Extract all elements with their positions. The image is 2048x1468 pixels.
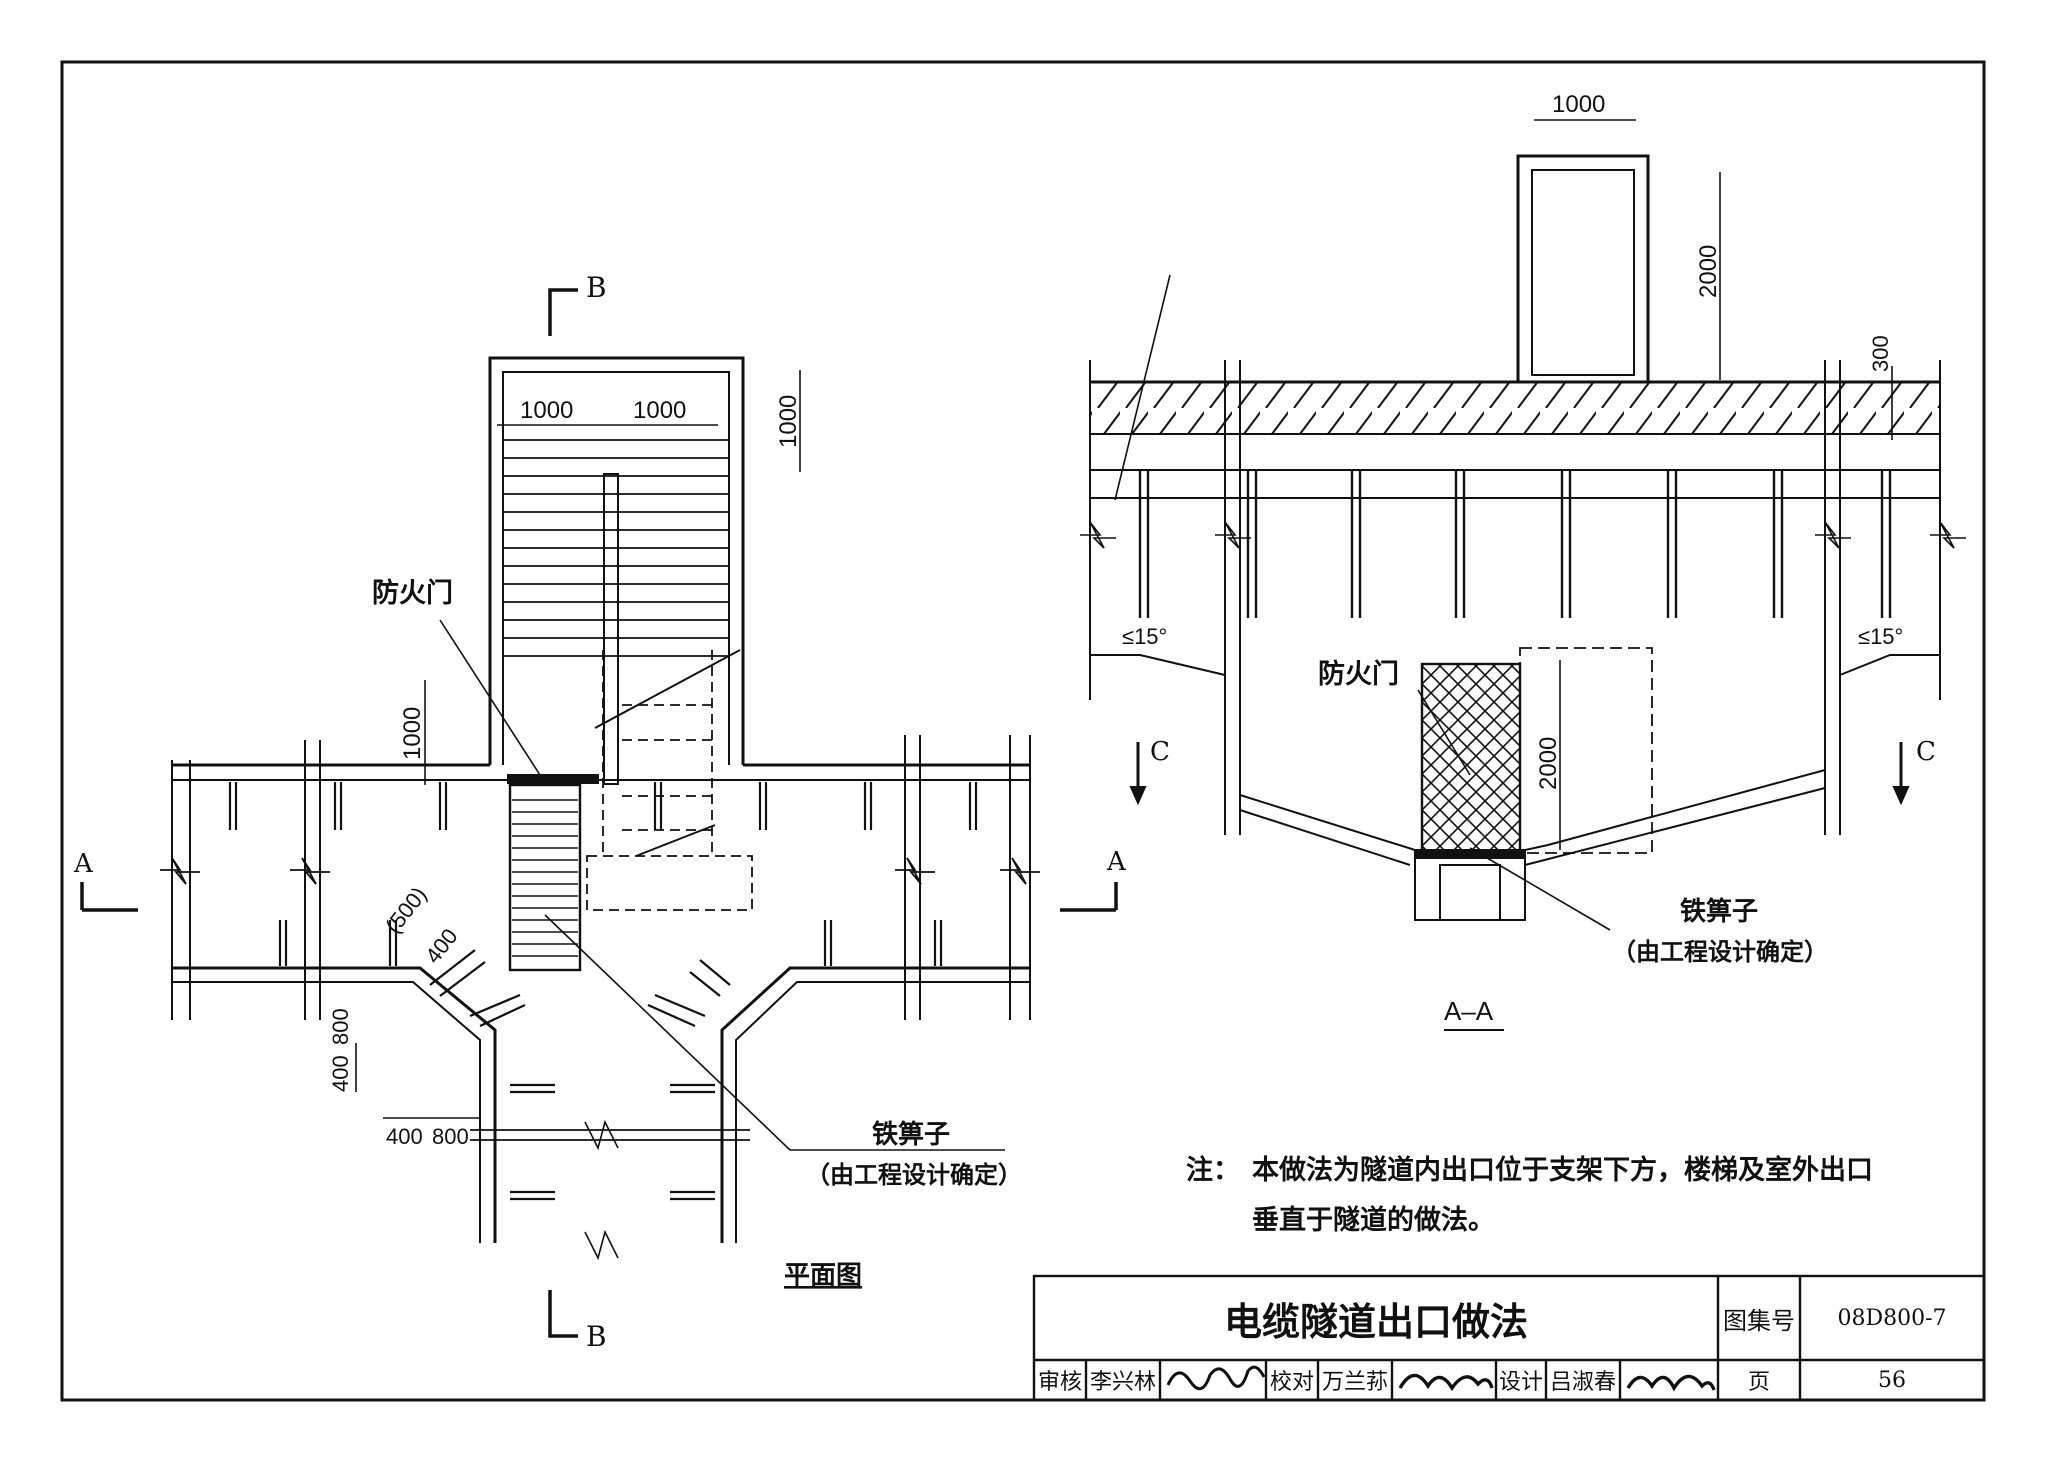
notes-prefix: 注： [1186, 1155, 1240, 1186]
notes-line-1: 本做法为隧道内出口位于支架下方，楼梯及室外出口 [1252, 1155, 1873, 1186]
c-mark-left: C [1150, 737, 1170, 767]
page-number: 56 [1878, 1367, 1906, 1393]
check-name: 万兰荪 [1321, 1370, 1388, 1395]
review-label: 审核 [1037, 1370, 1082, 1395]
review-name: 李兴林 [1089, 1370, 1156, 1395]
signature-check [1398, 1373, 1494, 1392]
section-mark-a-right: A [1106, 847, 1127, 877]
page-label: 页 [1747, 1370, 1770, 1395]
dim-landing: 1000 [399, 707, 426, 760]
dim-stair-w1: 1000 [520, 397, 573, 424]
notes-line-2: 垂直于隧道的做法。 [1252, 1205, 1495, 1236]
aa-fire-door-label: 防火门 [1318, 659, 1399, 690]
c-mark-right: C [1916, 737, 1936, 767]
title-block-frame [1032, 1274, 1986, 1402]
plan-fire-door-label: 防火门 [372, 578, 453, 609]
section-aa [1080, 119, 1966, 1031]
dim-stair-w2: 1000 [633, 397, 686, 424]
dim-stair-depth: 1000 [775, 395, 802, 448]
drawing-title: 电缆隧道出口做法 [1223, 1298, 1528, 1344]
sheet-border [60, 60, 1986, 1402]
dim-fire-door-height: 2000 [1535, 737, 1562, 790]
signature-review [1166, 1365, 1266, 1391]
dim-v-800: 800 [328, 1008, 353, 1045]
dim-h-400: 400 [386, 1124, 423, 1149]
slope-left: ≤15° [1122, 624, 1167, 649]
dim-bevel-400: 400 [420, 924, 462, 968]
dim-h-800: 800 [432, 1124, 469, 1149]
section-mark-b-top: B [586, 271, 607, 304]
plan-labels: B B A A 1000 1000 1000 1000 (500) 400 80… [73, 271, 1127, 1353]
dim-bevel-500: (500) [380, 882, 431, 938]
section-labels: 1000 2000 300 2000 ≤15° ≤15° C C 防火门 铁箅子… [1122, 91, 1936, 1026]
aa-caption: A–A [1444, 996, 1494, 1026]
signature-design [1626, 1374, 1716, 1392]
check-label: 校对 [1269, 1370, 1314, 1395]
section-mark-a-left: A [73, 849, 94, 879]
design-label: 设计 [1498, 1370, 1543, 1395]
plan-view [80, 288, 1118, 1338]
atlas-number: 08D800-7 [1837, 1305, 1947, 1331]
plan-grate-label: 铁箅子 [872, 1119, 950, 1150]
plan-grate-note: （由工程设计确定） [806, 1160, 1022, 1189]
slope-right: ≤15° [1858, 624, 1903, 649]
atlas-label: 图集号 [1723, 1306, 1795, 1335]
aa-grate-label: 铁箅子 [1680, 896, 1758, 927]
dim-door-width: 1000 [1552, 91, 1605, 118]
dim-slab: 300 [1868, 335, 1893, 372]
dim-v-400: 400 [328, 1055, 353, 1092]
plan-caption: 平面图 [784, 1261, 862, 1291]
design-name: 吕淑春 [1549, 1370, 1616, 1395]
section-mark-b-bottom: B [586, 1320, 607, 1353]
dim-door-height: 2000 [1695, 245, 1722, 298]
aa-grate-note: （由工程设计确定） [1612, 937, 1828, 966]
